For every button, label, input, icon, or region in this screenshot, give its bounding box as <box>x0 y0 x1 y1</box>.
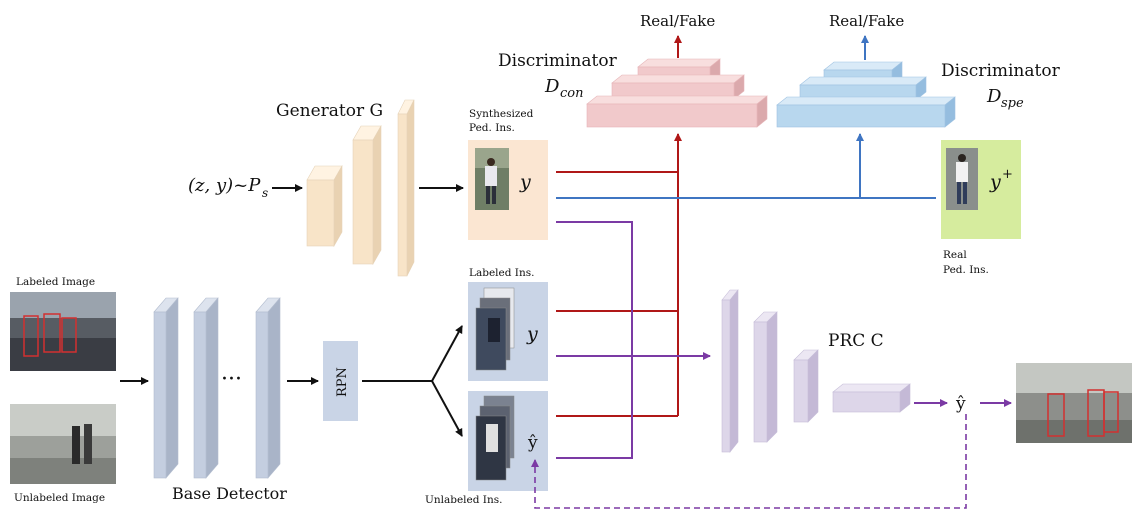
generator-input-subscript: s <box>262 186 268 200</box>
result-image-thumbnail <box>1016 363 1132 443</box>
prc-label: PRC C <box>828 331 884 351</box>
real-y-label: y <box>989 171 1001 193</box>
rpn-block <box>323 341 358 421</box>
discriminator-spe-shape <box>776 61 956 128</box>
prc-network <box>721 289 911 453</box>
disc-spe-subscript: spe <box>1001 96 1024 111</box>
real-title-line2: Ped. Ins. <box>943 264 989 276</box>
red-adversarial-lines <box>556 133 682 417</box>
synth-title-line2: Ped. Ins. <box>469 122 515 134</box>
unlabeled-image-label: Unlabeled Image <box>14 492 105 504</box>
real-fake-spe-label: Real/Fake <box>829 12 904 30</box>
disc-con-title: Discriminator <box>498 51 618 71</box>
generator-label: Generator G <box>276 101 383 121</box>
output-yhat-label: ŷ <box>955 394 966 414</box>
real-pedestrian-thumbnail <box>946 148 978 210</box>
unlabeled-ins-title: Unlabeled Ins. <box>425 494 502 506</box>
unlabeled-image-thumbnail <box>10 404 116 484</box>
disc-spe-title: Discriminator <box>941 61 1061 81</box>
generator-network <box>306 99 415 277</box>
real-title-line1: Real <box>943 249 967 261</box>
unlabeled-yhat-label: ŷ <box>527 433 538 453</box>
unlabeled-instances-thumbnails <box>475 395 515 481</box>
real-fake-con-label: Real/Fake <box>640 12 715 30</box>
rpn-fork-arrows <box>362 325 463 437</box>
synth-title-line1: Synthesized <box>469 108 534 120</box>
labeled-image-label: Labeled Image <box>16 276 95 288</box>
synth-y-label: y <box>519 171 531 193</box>
disc-spe-symbol: D <box>986 86 1002 107</box>
detector-ellipsis: ··· <box>221 367 242 392</box>
labeled-image-thumbnail <box>10 292 116 371</box>
labeled-instances-thumbnails <box>475 287 515 371</box>
purple-prc-lines <box>556 221 711 459</box>
discriminator-con-shape <box>586 58 768 128</box>
base-detector-label: Base Detector <box>172 484 287 503</box>
rpn-label: RPN <box>335 367 350 397</box>
labeled-y-label: y <box>526 323 538 345</box>
blue-specific-lines <box>556 133 936 199</box>
base-detector-network <box>153 297 281 479</box>
generator-input-label: (z, y)~P <box>188 175 261 196</box>
pseudo-label-feedback-arrow <box>531 414 967 509</box>
disc-con-subscript: con <box>560 86 583 101</box>
labeled-ins-title: Labeled Ins. <box>469 267 534 279</box>
real-y-superscript: + <box>1002 167 1013 182</box>
disc-con-symbol: D <box>544 76 560 97</box>
synth-pedestrian-thumbnail <box>475 148 509 210</box>
